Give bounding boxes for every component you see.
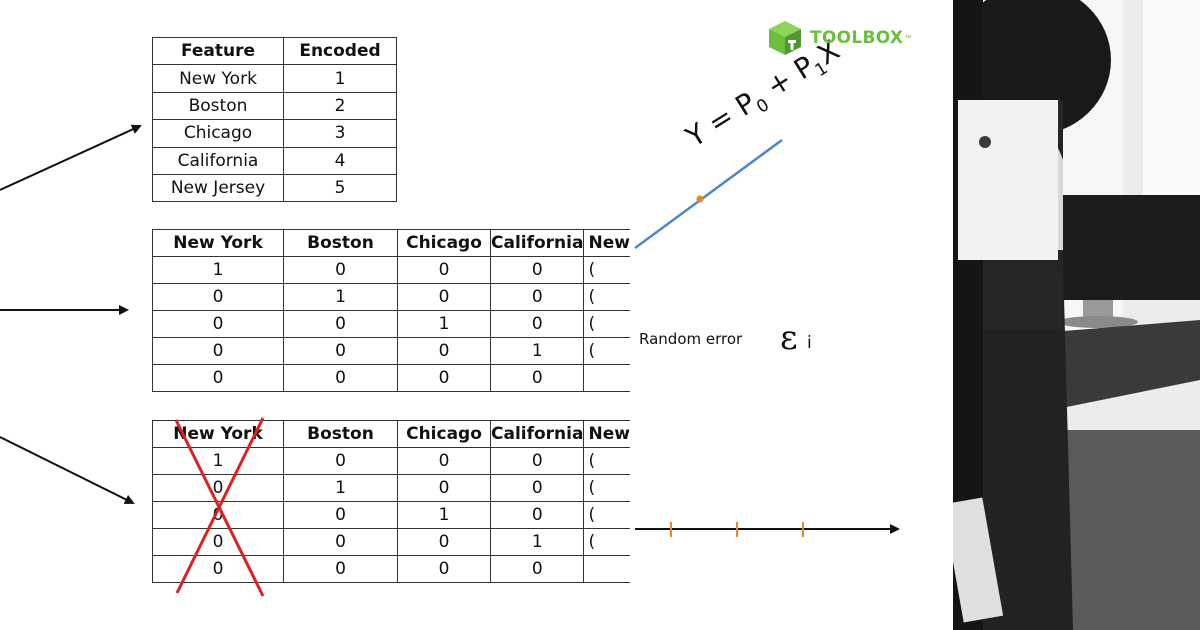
table-cell: 0 bbox=[152, 528, 284, 556]
header-new-york: New York bbox=[152, 229, 284, 257]
dummy-encoding-table: New York Boston Chicago California New .… bbox=[152, 420, 645, 583]
table-cell: 0 bbox=[283, 528, 398, 556]
header-california: California bbox=[489, 420, 585, 448]
feature-cell: California bbox=[152, 146, 284, 175]
toolbox-cube-icon bbox=[769, 21, 801, 55]
header-new-york: New York bbox=[152, 420, 284, 448]
table-header-row: New York Boston Chicago California New . bbox=[152, 229, 645, 257]
table-cell: 0 bbox=[283, 310, 398, 338]
table-cell: 1 bbox=[397, 501, 491, 529]
table-cell: 0 bbox=[397, 528, 491, 556]
table-cell: 1 bbox=[397, 310, 491, 338]
person-at-computer-photo bbox=[953, 0, 1200, 630]
table-cell: 0 bbox=[283, 364, 398, 392]
table-cell: 0 bbox=[152, 555, 284, 583]
table-clip-mask bbox=[630, 220, 960, 620]
header-boston: Boston bbox=[283, 420, 398, 448]
encoded-cell: 3 bbox=[283, 119, 397, 148]
encoded-cell: 5 bbox=[283, 173, 397, 203]
feature-cell: Chicago bbox=[152, 119, 284, 148]
header-california: California bbox=[489, 229, 585, 257]
table-cell: 0 bbox=[489, 310, 585, 338]
encoded-cell: 1 bbox=[283, 64, 397, 93]
arrow-to-label-table bbox=[0, 124, 142, 191]
table-cell: 0 bbox=[397, 447, 491, 475]
table-cell: 1 bbox=[283, 283, 398, 311]
table-cell: 0 bbox=[283, 501, 398, 529]
one-hot-encoding-table: New York Boston Chicago California New .… bbox=[152, 229, 645, 392]
table-cell: 0 bbox=[489, 364, 585, 392]
header-chicago: Chicago bbox=[397, 420, 491, 448]
table-cell: 0 bbox=[489, 501, 585, 529]
table-cell: 1 bbox=[152, 256, 284, 284]
table-cell: 0 bbox=[397, 256, 491, 284]
encoded-cell: 2 bbox=[283, 91, 397, 121]
table-cell: 1 bbox=[283, 474, 398, 502]
table-cell: 0 bbox=[489, 555, 585, 583]
epsilon-symbol: ε bbox=[780, 318, 798, 358]
logo-trademark: ™ bbox=[904, 34, 912, 42]
regression-point bbox=[696, 195, 704, 203]
table-cell: 0 bbox=[489, 256, 585, 284]
table-cell: 0 bbox=[397, 555, 491, 583]
epsilon-subscript: i bbox=[807, 333, 812, 353]
table-cell: 0 bbox=[489, 447, 585, 475]
header-encoded: Encoded bbox=[283, 36, 397, 66]
table-cell: 0 bbox=[397, 364, 491, 392]
table-cell: 0 bbox=[283, 337, 398, 365]
table-cell: 0 bbox=[152, 364, 284, 392]
table-cell: 0 bbox=[152, 310, 284, 338]
table-header-row: Feature Encoded bbox=[152, 36, 397, 66]
header-boston: Boston bbox=[283, 229, 398, 257]
header-chicago: Chicago bbox=[397, 229, 491, 257]
table-cell: 0 bbox=[152, 283, 284, 311]
table-cell: 0 bbox=[489, 474, 585, 502]
table-cell: 0 bbox=[152, 474, 284, 502]
table-cell: 0 bbox=[489, 283, 585, 311]
table-cell: 0 bbox=[283, 555, 398, 583]
table-cell: 0 bbox=[397, 337, 491, 365]
table-cell: 1 bbox=[152, 447, 284, 475]
random-error-label: Random error bbox=[639, 330, 743, 348]
table-cell: 0 bbox=[152, 501, 284, 529]
table-header-row: New York Boston Chicago California New . bbox=[152, 420, 645, 448]
table-cell: 0 bbox=[397, 474, 491, 502]
encoded-cell: 4 bbox=[283, 146, 397, 175]
feature-cell: New York bbox=[152, 64, 284, 93]
table-cell: 0 bbox=[397, 283, 491, 311]
logo-text: TOOLBOX bbox=[810, 28, 904, 48]
table-cell: 0 bbox=[283, 256, 398, 284]
table-cell: 0 bbox=[283, 447, 398, 475]
header-feature: Feature bbox=[152, 36, 284, 66]
table-cell: 0 bbox=[152, 337, 284, 365]
photo-illustration bbox=[953, 0, 1200, 630]
feature-cell: New Jersey bbox=[152, 173, 284, 203]
table-cell: 1 bbox=[489, 528, 585, 556]
arrow-to-dummy-table bbox=[0, 436, 135, 504]
feature-cell: Boston bbox=[152, 91, 284, 121]
table-cell: 1 bbox=[489, 337, 585, 365]
